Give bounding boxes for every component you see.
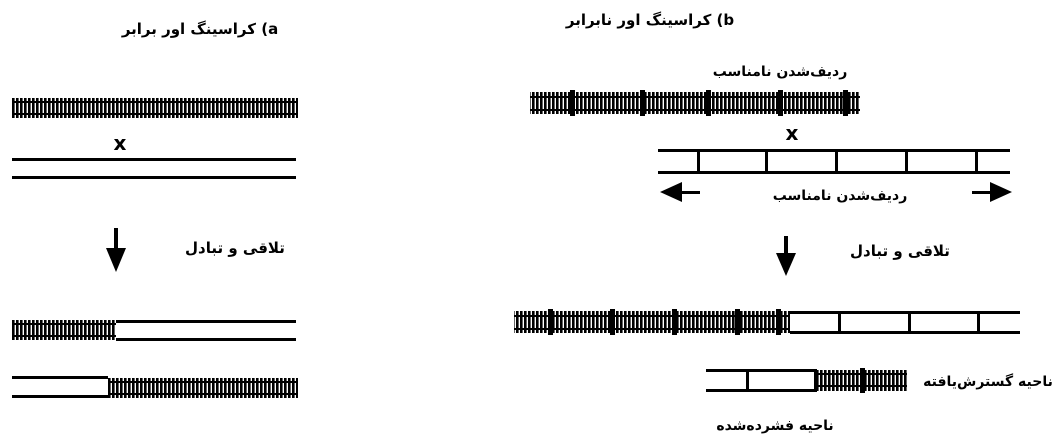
panel-b-compressed-region-label: ناحیه فشرده‌شده xyxy=(716,418,833,434)
panel-b-result-row-compressed xyxy=(706,368,907,393)
panel-b: b) کراسینگ اور نابرابر ردیف‌شدن نامناسب … xyxy=(514,11,1053,434)
panel-b-expanded-region-label: ناحیه گسترش‌یافته xyxy=(923,373,1053,390)
panel-a-crossover-x: x xyxy=(114,131,127,155)
panel-b-right-arrow-icon xyxy=(972,182,1012,202)
panel-b-hatched-chromatid-top xyxy=(530,90,860,116)
panel-b-result-row-expanded xyxy=(514,309,1020,335)
panel-a: a) کراسینگ اور برابر x تلاقی و تبادل xyxy=(12,20,298,398)
panel-a-result-row-2 xyxy=(12,376,298,398)
panel-a-exchange-label: تلاقی و تبادل xyxy=(185,239,285,257)
panel-b-title: b) کراسینگ اور نابرابر xyxy=(565,11,735,29)
panel-b-exchange-label: تلاقی و تبادل xyxy=(850,242,950,260)
panel-a-title: a) کراسینگ اور برابر xyxy=(121,20,278,38)
panel-b-misalignment-label-mid: ردیف‌شدن نامناسب xyxy=(773,188,908,204)
panel-a-result-row-1 xyxy=(12,320,296,341)
panel-b-crossover-x: x xyxy=(786,121,799,145)
panel-b-left-arrow-icon xyxy=(660,182,700,202)
panel-a-down-arrow-icon xyxy=(106,228,126,272)
panel-a-open-chromatid xyxy=(12,158,296,179)
panel-b-misalignment-label-top: ردیف‌شدن نامناسب xyxy=(713,64,848,80)
panel-a-hatched-chromatid-top xyxy=(12,98,298,118)
panel-b-down-arrow-icon xyxy=(776,236,796,276)
panel-b-open-chromatid xyxy=(658,149,1010,174)
